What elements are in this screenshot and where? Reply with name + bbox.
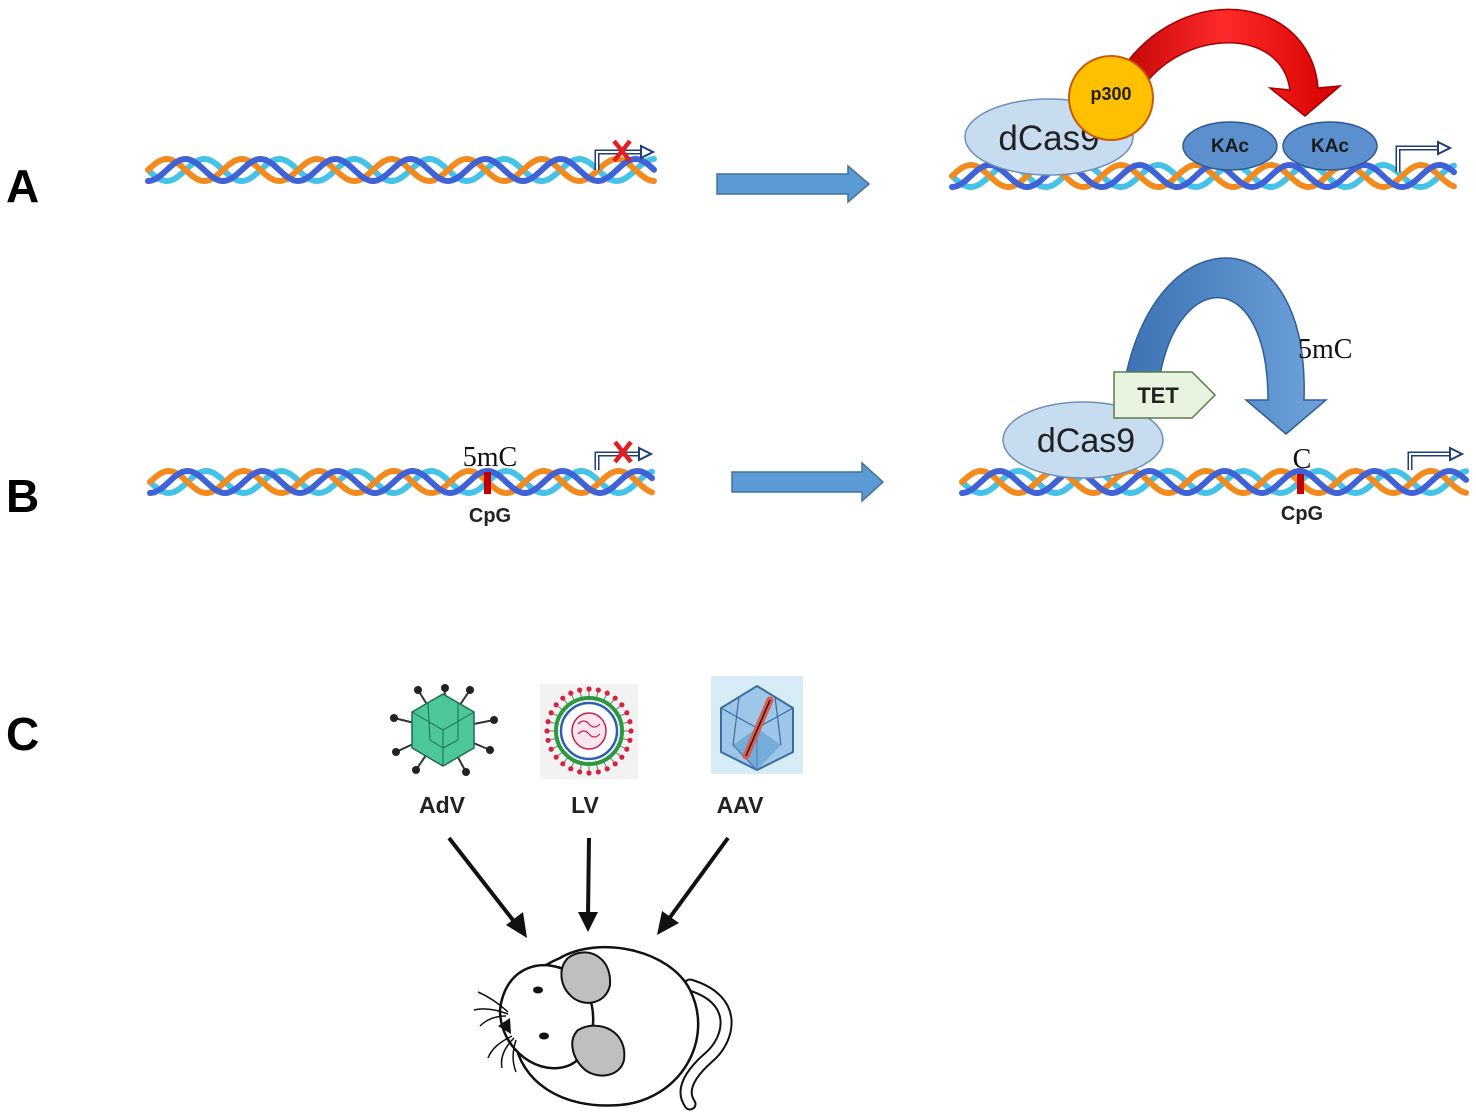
tss-arrow-blocked-a — [594, 139, 656, 170]
kac-histone-2 — [1282, 121, 1378, 171]
tss-arrow-active-a — [1395, 140, 1453, 172]
p300-label: p300 — [1090, 84, 1131, 104]
dna-helix-b-after — [959, 467, 1469, 497]
5mc-label-before: 5mC — [463, 442, 517, 473]
cpg-site-marker-after — [1297, 474, 1304, 494]
red-arc-arrow-icon — [1104, 8, 1343, 117]
tet-label: TET — [1137, 383, 1179, 408]
dcas9-label-b: dCas9 — [1037, 422, 1135, 460]
kac-label-1: KAc — [1211, 136, 1249, 157]
cpg-label-before: CpG — [469, 505, 511, 527]
adenovirus-icon — [390, 684, 498, 776]
dcas9-protein-b — [1002, 401, 1164, 479]
panel-label-a: A — [6, 160, 39, 212]
tss-arrow-active-b — [1407, 446, 1465, 470]
tet-enzyme — [1113, 371, 1217, 419]
transition-arrow-a — [716, 164, 871, 204]
dna-helix-b-before — [147, 467, 655, 497]
kac-label-2: KAc — [1311, 136, 1349, 157]
c-label-after: C — [1293, 444, 1312, 475]
kac-histone-1 — [1182, 121, 1278, 171]
delivery-arrow-aav — [657, 836, 730, 935]
5mc-arc-label: 5mC — [1298, 334, 1352, 365]
block-x-icon — [613, 440, 633, 464]
tss-arrow-blocked-b — [594, 440, 654, 470]
blue-arc-arrow-icon — [1125, 257, 1329, 435]
dna-helix-a-before — [145, 155, 657, 185]
vector-label-lv: LV — [571, 792, 599, 818]
aav-icon — [711, 676, 803, 774]
panel-label-b: B — [6, 470, 39, 522]
panel-label-c: C — [6, 708, 39, 760]
transition-arrow-b — [731, 461, 885, 503]
vector-label-adv: AdV — [419, 792, 466, 818]
lentivirus-icon — [540, 684, 638, 779]
mouse-icon — [473, 945, 733, 1111]
block-x-icon — [612, 139, 632, 163]
vector-label-aav: AAV — [717, 792, 765, 818]
delivery-arrow-adv — [447, 836, 527, 938]
p300-protein — [1068, 55, 1154, 141]
delivery-arrow-lv — [578, 837, 598, 932]
cpg-site-marker-before — [484, 472, 491, 494]
cpg-label-after: CpG — [1281, 503, 1323, 525]
